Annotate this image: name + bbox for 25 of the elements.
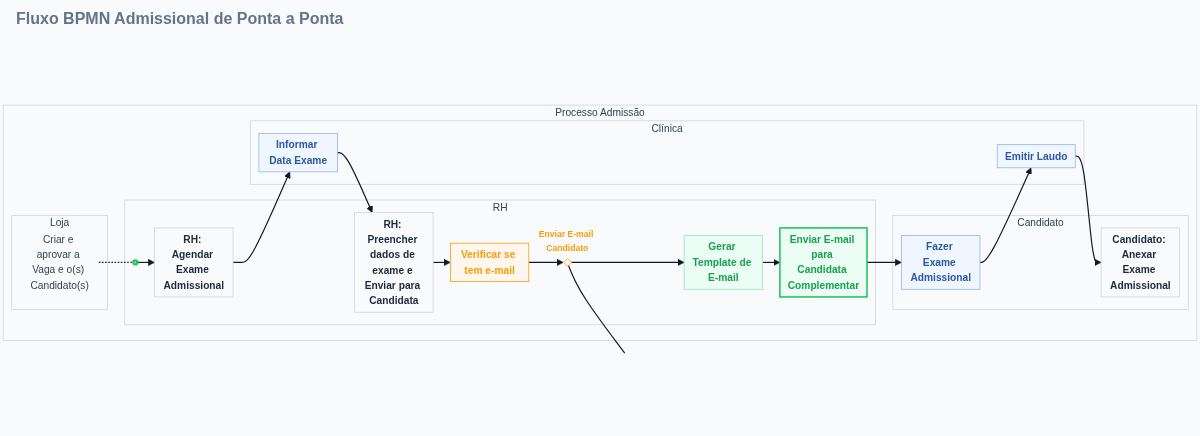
arrow xyxy=(866,258,902,266)
node-box: RH: Agendar Exame Admissional xyxy=(154,227,234,298)
arrow xyxy=(432,258,451,266)
connector xyxy=(567,264,626,354)
node-box: RH: Preencher dados de exame e Enviar para Candidata xyxy=(354,212,434,313)
node-box: Gerar Template de E-mail xyxy=(683,235,763,290)
node-box: Emitir Laudo xyxy=(996,144,1076,169)
node-box: Fazer Exame Admissional xyxy=(901,235,981,290)
arrow xyxy=(528,258,564,266)
arrow xyxy=(979,167,1032,263)
arrow xyxy=(1074,155,1102,266)
node-box: Verificar se tem e-mail xyxy=(449,242,530,283)
connector xyxy=(98,261,134,263)
arrow xyxy=(570,258,685,266)
node-diamond xyxy=(563,258,572,267)
node-box: Enviar E-mail para Candidata Complementar xyxy=(779,227,868,298)
node-text: Criar e aprovar a Vaga e o(s) Candidato(s) xyxy=(30,233,89,292)
node-box: Candidato: Anexar Exame Admissional xyxy=(1100,227,1180,298)
arrow xyxy=(336,152,373,213)
node-label: Enviar E-mail Candidato xyxy=(538,229,594,252)
diagram-title: Fluxo BPMN Admissional de Ponta a Ponta xyxy=(15,9,345,29)
node-circle xyxy=(132,259,139,266)
node-box: Informar Data Exame xyxy=(258,132,338,173)
arrow xyxy=(136,258,155,266)
arrow xyxy=(232,171,291,263)
